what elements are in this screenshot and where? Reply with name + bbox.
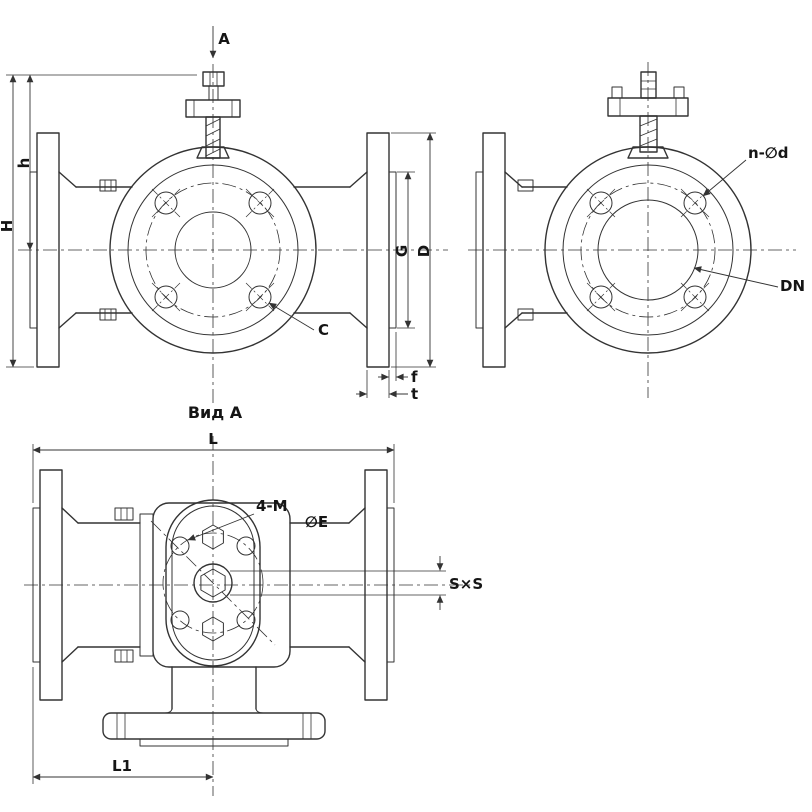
front-bolt-hole — [248, 191, 272, 215]
stem-hex — [200, 568, 226, 598]
dim-label-4M: 4-M — [256, 497, 288, 515]
side-bolt-hole — [683, 191, 707, 215]
leader-4M — [187, 513, 255, 541]
side-left-flange — [475, 132, 568, 368]
dim-label-H: H — [0, 220, 16, 233]
dim-label-L1: L1 — [112, 757, 132, 775]
dim-label-h: h — [15, 158, 33, 169]
side-stem-assembly — [607, 71, 689, 159]
leader-C — [268, 302, 315, 331]
pad-bolt-hole — [236, 536, 256, 556]
top-right-flange — [289, 469, 395, 701]
stem-circle — [193, 563, 233, 603]
leader-n-d — [702, 159, 747, 197]
side-dimensions: n-∅d DN — [693, 144, 805, 295]
top-mounting-pad — [162, 499, 264, 667]
front-flange-face — [127, 164, 299, 336]
side-stem-boss — [627, 146, 669, 159]
side-view — [468, 62, 796, 398]
pad-bolt-circle — [162, 532, 264, 634]
pad-hex-bolt-bottom — [202, 616, 224, 642]
top-bottom-flange — [102, 666, 326, 747]
dim-label-DN: DN — [780, 277, 805, 295]
side-stem-top — [640, 71, 657, 99]
dim-label-G: G — [393, 245, 411, 257]
side-plate-bolt — [611, 86, 623, 99]
pad-bolt-hole — [170, 536, 190, 556]
side-bolt-hole — [683, 285, 707, 309]
pad-bolt-hole — [170, 610, 190, 630]
top-view: Вид А — [24, 403, 470, 796]
dim-label-L: L — [208, 430, 218, 448]
side-bore — [597, 199, 699, 301]
front-bolt-circle — [145, 182, 281, 318]
front-stem-assembly — [185, 71, 241, 159]
dim-label-n-d: n-∅d — [748, 144, 789, 162]
front-stem-nut — [202, 71, 225, 87]
front-right-flange — [293, 132, 397, 368]
pad-outline — [165, 499, 261, 667]
pad-hex-bolt-top — [202, 524, 224, 550]
front-dimensions: A H h G D f t C — [0, 26, 436, 403]
leader-DN — [693, 266, 779, 288]
pad-bolt-hole — [236, 610, 256, 630]
side-bolt-hole — [589, 285, 613, 309]
front-left-flange — [29, 132, 133, 368]
section-label-A: A — [218, 30, 230, 48]
view-a-title: Вид А — [188, 403, 243, 422]
side-flange-face — [562, 164, 734, 336]
side-bolt-circle — [580, 182, 716, 318]
dim-label-D: D — [415, 245, 433, 257]
front-bolt-hole — [154, 191, 178, 215]
front-bolt-hole — [154, 285, 178, 309]
pad-inner-outline — [171, 505, 255, 661]
front-body-bolts — [99, 179, 117, 321]
front-bolt-hole — [248, 285, 272, 309]
dim-label-f: f — [411, 368, 418, 386]
dim-label-t: t — [411, 385, 418, 403]
top-dimensions: L 4-M ∅E S×S L1 — [32, 430, 483, 784]
dim-label-S: S×S — [449, 575, 483, 593]
front-view — [18, 64, 448, 404]
top-left-flange — [32, 469, 141, 701]
front-stem-stud — [208, 85, 219, 101]
side-plate-bolt — [673, 86, 685, 99]
side-bolt-hole-crosshairs — [586, 188, 710, 312]
side-bolt-hole — [589, 191, 613, 215]
front-bore — [174, 211, 252, 289]
top-body-outline — [152, 502, 291, 668]
dim-label-E: ∅E — [305, 513, 328, 531]
dim-label-C: C — [318, 321, 329, 339]
front-bolt-hole-crosshairs — [151, 188, 275, 312]
